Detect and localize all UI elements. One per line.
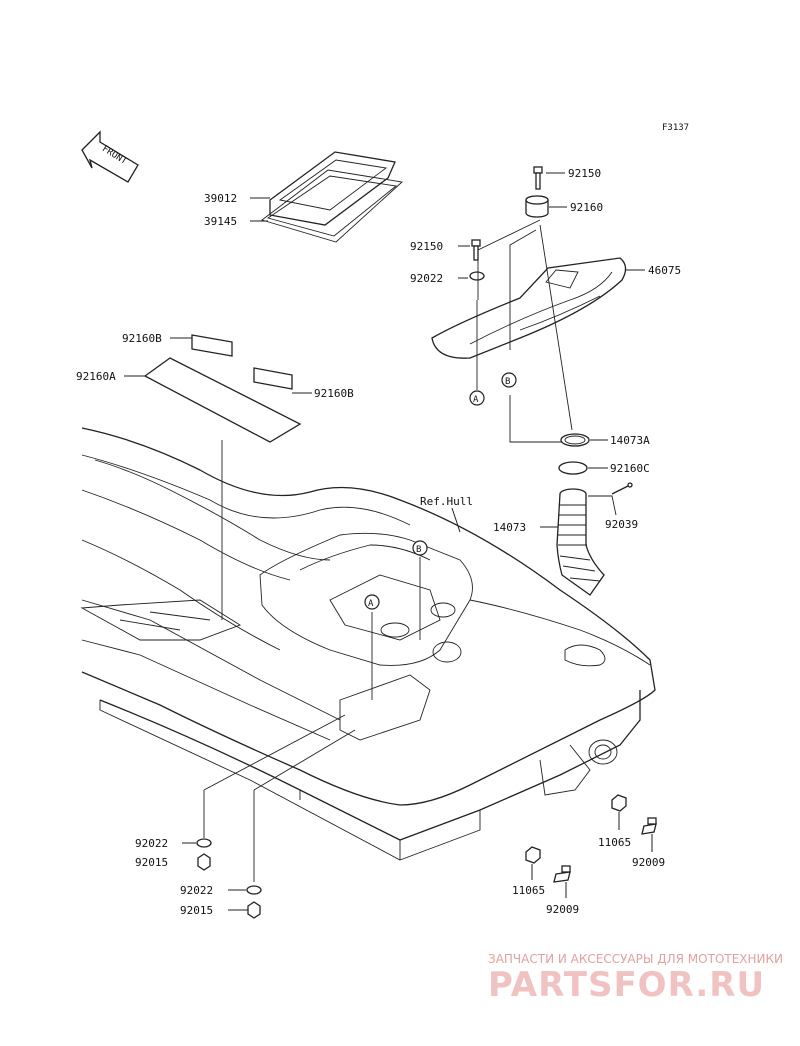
- label-92009-m: 92009: [546, 903, 579, 916]
- label-92022-l2: 92022: [180, 884, 213, 897]
- callout-a-hull-label: A: [368, 599, 374, 609]
- label-92009-r: 92009: [632, 856, 665, 869]
- callout-a-top-label: A: [473, 395, 479, 405]
- label-92160b-right: 92160B: [314, 387, 354, 400]
- callout-b-top-label: B: [505, 377, 510, 387]
- label-92150-mid: 92150: [410, 240, 443, 253]
- label-11065-r: 11065: [598, 836, 631, 849]
- label-92160a: 92160A: [76, 370, 116, 383]
- pad-92160b-right: [253, 367, 293, 390]
- washer-92022-l2: [246, 885, 262, 895]
- nut-11065-m: [525, 846, 541, 864]
- pad-92160b-top: [191, 334, 233, 357]
- nut-92015-l1: [197, 853, 211, 871]
- label-14073: 14073: [493, 521, 526, 534]
- label-92160c: 92160C: [610, 462, 650, 475]
- label-92160: 92160: [570, 201, 603, 214]
- label-92150-top: 92150: [568, 167, 601, 180]
- label-11065-m: 11065: [512, 884, 545, 897]
- washer-92022-l1: [196, 838, 212, 848]
- label-92160b-top: 92160B: [122, 332, 162, 345]
- nut-92015-l2: [247, 901, 261, 919]
- label-92039: 92039: [605, 518, 638, 531]
- label-39145: 39145: [204, 215, 237, 228]
- callout-b-hull-label: B: [416, 545, 421, 555]
- callout-b-hull: [412, 540, 428, 556]
- grab-handle-46075: [431, 257, 627, 359]
- hull-body: [80, 427, 656, 861]
- cover-assembly: [261, 151, 403, 243]
- washer-92022-top: [469, 271, 485, 281]
- label-14073a: 14073A: [610, 434, 650, 447]
- watermark-subtitle: ЗАПЧАСТИ И АКСЕССУАРЫ ДЛЯ МОТОТЕХНИКИ: [488, 952, 783, 966]
- ref-hull-label: Ref.Hull: [420, 495, 473, 508]
- bolt-92009-m: [553, 865, 571, 883]
- label-46075: 46075: [648, 264, 681, 277]
- label-92015-l2: 92015: [180, 904, 213, 917]
- oring-92160c: [558, 461, 588, 475]
- callout-a-top: [469, 390, 485, 406]
- label-92022-l1: 92022: [135, 837, 168, 850]
- callout-b-top: [501, 372, 517, 388]
- bolt-92150-top: [533, 166, 543, 190]
- ring-14073a: [560, 433, 590, 447]
- figure-code: F3137: [662, 123, 689, 133]
- label-92022-top: 92022: [410, 272, 443, 285]
- hose-14073: [556, 488, 605, 596]
- nut-11065-r: [611, 794, 627, 812]
- front-arrow-icon: FRONT: [81, 130, 139, 183]
- sheet-92160a: [143, 357, 302, 443]
- watermark-brand: PARTSFOR.RU: [488, 965, 765, 1005]
- label-39012: 39012: [204, 192, 237, 205]
- bolt-92009-r: [641, 817, 657, 835]
- clamp-92039: [611, 482, 633, 495]
- collar-92160: [525, 195, 549, 218]
- label-92015-l1: 92015: [135, 856, 168, 869]
- callout-a-hull: [364, 594, 380, 610]
